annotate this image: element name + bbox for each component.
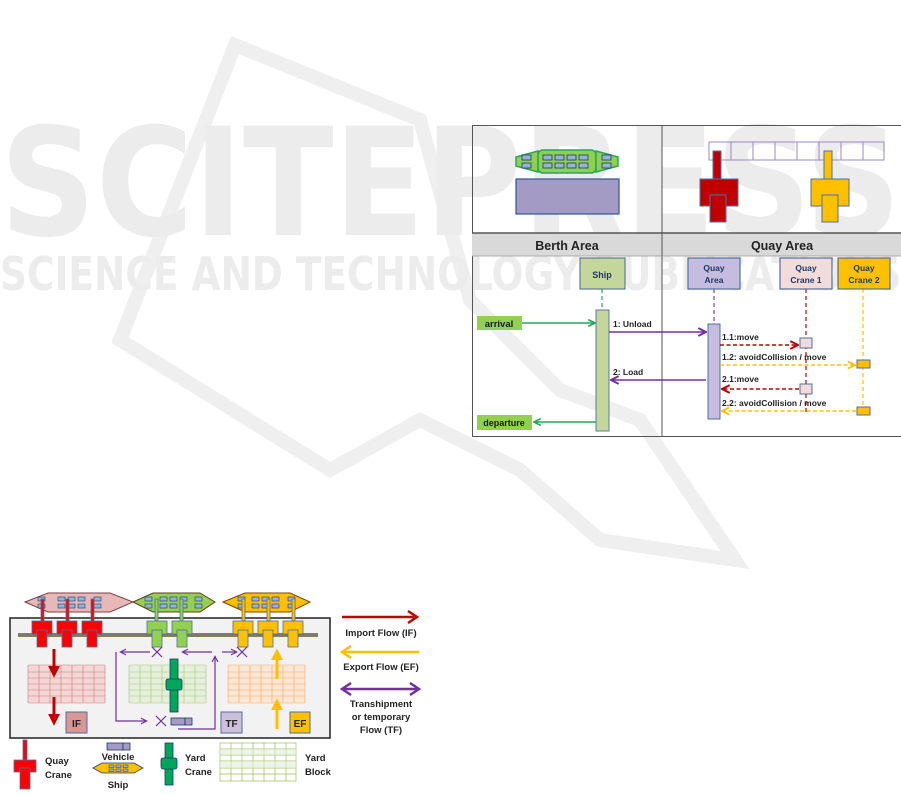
quay-cranes-export (232, 598, 304, 648)
activation-crane1-a (799, 337, 813, 349)
activation-ship (595, 309, 610, 432)
quay-cranes-import (31, 598, 103, 648)
column-header-band (472, 233, 901, 256)
legend-yard-crane-icon (160, 742, 178, 786)
legend-import-flow-label: Import Flow (IF) (345, 628, 416, 639)
yard-block-export (227, 664, 306, 704)
quay-crane-1-icon (699, 150, 739, 223)
vehicle-icon (170, 717, 193, 726)
lifeline-label-ship: Ship (592, 270, 612, 280)
legend-quay-crane-line1: Quay (45, 756, 69, 767)
legend-yard-crane-line1: Yard (185, 753, 206, 764)
lifeline-head-quay-crane-2 (837, 257, 891, 290)
legend-yard-block-icon (219, 742, 297, 782)
flow-box-tf-label: TF (225, 719, 237, 730)
flow-box-ef-label: EF (294, 719, 307, 730)
message-label-2-1: 2.1:move (722, 374, 759, 384)
legend-vehicle-label: Vehicle (102, 752, 135, 763)
crossing-marks (151, 646, 248, 727)
yard-crane-icon (165, 658, 183, 713)
legend-quay-crane-icon (13, 739, 37, 790)
lifeline-label-quay-area-2: Area (705, 275, 724, 285)
lifeline-head-quay-area (687, 257, 741, 290)
legend-transhipment-label-1: Transhipment (350, 699, 413, 710)
lifeline-quay-crane-1: Quay Crane 1 (779, 257, 833, 413)
legend-yard-block-line2: Block (305, 767, 332, 778)
message-label-unload: 1: Unload (613, 319, 652, 329)
ship-export-icon (221, 592, 312, 613)
event-departure-label: departure (483, 418, 525, 428)
transhipment-flow (115, 652, 236, 730)
lifeline-label-crane1-1: Quay (795, 263, 817, 273)
event-arrival-box (477, 316, 522, 330)
message-label-load: 2: Load (613, 367, 643, 377)
quay-crane-2-icon (810, 150, 850, 223)
lifeline-label-quay-area-1: Quay (703, 263, 725, 273)
legend-export-flow-label: Export Flow (EF) (343, 662, 418, 673)
activation-crane1-b (799, 383, 813, 395)
message-label-1-2: 1.2: avoidCollision / move (722, 352, 827, 362)
legend-yard-block-line1: Yard (305, 753, 326, 764)
diagram-frame (472, 125, 901, 437)
terminal-layout-diagram: IF TF EF Quay Crane Vehicle Ship Yard Cr… (9, 592, 422, 791)
lifeline-quay-crane-2: Quay Crane 2 (837, 257, 891, 416)
ship-transhipment-icon (131, 592, 216, 613)
lifeline-ship: Ship (579, 257, 626, 432)
legend-transhipment-arrowhead-left (339, 681, 352, 697)
quay-rail (708, 141, 885, 161)
legend-transhipment-label-3: Flow (TF) (360, 725, 402, 736)
activation-crane2-a (856, 359, 871, 369)
flow-box-if-label: IF (72, 719, 81, 730)
quay-cranes-transhipment (146, 598, 193, 648)
legend-quay-crane-line2: Crane (45, 770, 72, 781)
legend-ship-icon (92, 762, 144, 774)
berth-rectangle (515, 178, 620, 215)
legend-export-flow-arrowhead (339, 644, 352, 660)
legend-ship-label: Ship (108, 780, 129, 791)
lifeline-label-crane1-2: Crane 1 (790, 275, 821, 285)
lifeline-quay-area: Quay Area (687, 257, 741, 420)
legend-transhipment-arrowhead-right (409, 681, 422, 697)
lifeline-label-crane2-1: Quay (853, 263, 875, 273)
column-header-berth: Berth Area (535, 239, 599, 253)
quay-illustration (699, 141, 885, 223)
message-label-2-2: 2.2: avoidCollision / move (722, 398, 827, 408)
berth-illustration (515, 149, 620, 215)
lifeline-head-quay-crane-1 (779, 257, 833, 290)
legend-vehicle-icon (106, 742, 131, 751)
flow-box-ef (289, 711, 311, 734)
ship-icon (515, 149, 619, 174)
column-header-quay: Quay Area (751, 239, 814, 253)
lifeline-label-crane2-2: Crane 2 (848, 275, 879, 285)
message-label-1-1: 1.1:move (722, 332, 759, 342)
flow-box-tf (220, 711, 243, 734)
legend-yard-crane-line2: Crane (185, 767, 212, 778)
lifeline-head-ship (579, 257, 626, 290)
legend-import-flow-arrowhead (407, 609, 420, 625)
activation-quay-area (707, 323, 721, 420)
legend-transhipment-label-2: or temporary (352, 712, 411, 723)
yard-block-import (27, 664, 106, 704)
activation-crane2-b (856, 406, 871, 416)
event-departure-box (477, 415, 532, 430)
event-arrival-label: arrival (485, 319, 514, 330)
flow-box-if (65, 711, 88, 734)
sequence-diagram: Berth Area Quay Area Ship Quay Area Quay… (472, 125, 901, 437)
